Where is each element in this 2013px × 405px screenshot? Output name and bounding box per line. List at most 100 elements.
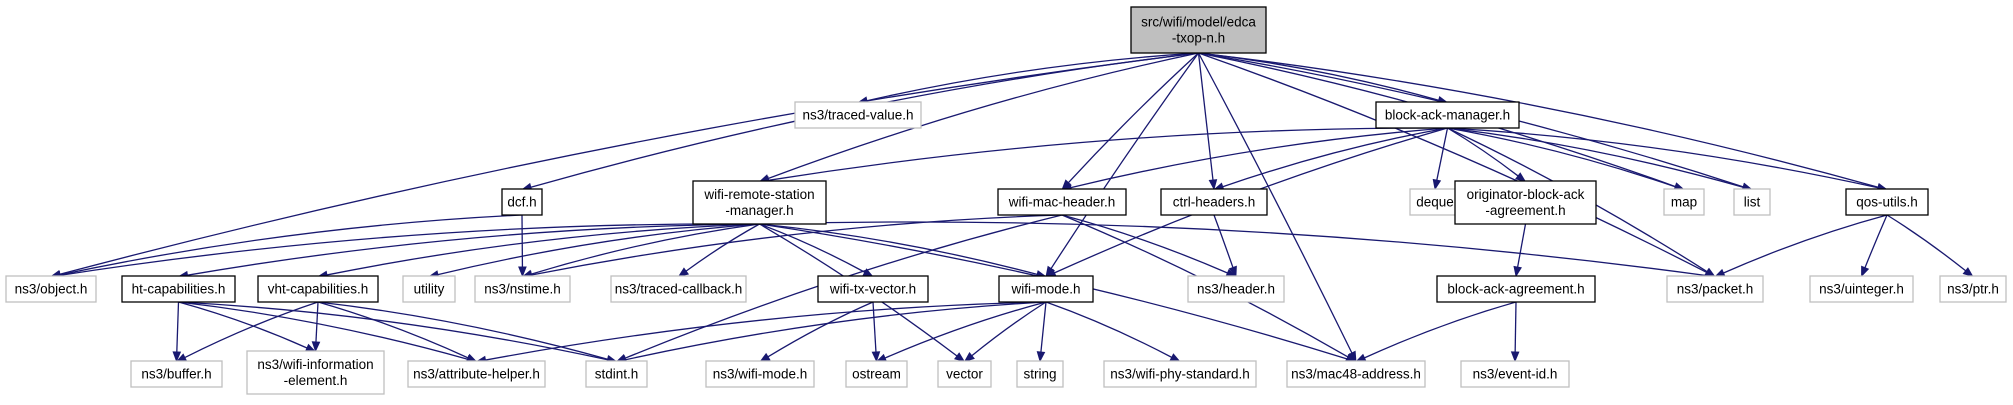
node-wifi-remote-station-manager[interactable]: wifi-remote-station-manager.h <box>692 180 827 225</box>
node-label-uinteger: ns3/uinteger.h <box>1819 282 1904 297</box>
edge-wifi-remote-station-manager-to-wifi-tx-vector <box>759 223 866 273</box>
edge-block-ack-manager-to-originator-block-ack <box>1447 127 1519 177</box>
edge-wifi-remote-station-manager-to-nstime <box>531 223 760 275</box>
edge-wifi-remote-station-manager-to-packet <box>759 221 1707 277</box>
node-block-ack-manager[interactable]: block-ack-manager.h <box>1375 101 1520 129</box>
node-uinteger: ns3/uinteger.h <box>1809 275 1914 303</box>
node-label-string: string <box>1023 367 1056 382</box>
edge-vht-capabilities-to-wifi-information-element <box>315 301 319 343</box>
node-label-block-ack-agreement: block-ack-agreement.h <box>1447 282 1584 297</box>
edge-block-ack-manager-to-deque <box>1436 127 1449 181</box>
node-box-event-id <box>1460 360 1570 388</box>
edge-wifi-mode-to-ostream <box>884 301 1047 359</box>
node-label-wifi-tx-vector: wifi-tx-vector.h <box>829 282 916 297</box>
edge-wifi-tx-vector-to-ostream <box>872 301 877 353</box>
edge-wifi-mode-to-attribute-helper <box>485 301 1047 361</box>
node-box-vht-capabilities <box>257 275 379 303</box>
edge-wifi-mode-to-string <box>1040 301 1047 353</box>
edge-wifi-remote-station-manager-to-utility <box>437 223 760 276</box>
node-label-attribute-helper: ns3/attribute-helper.h <box>413 367 540 382</box>
node-edca[interactable]: src/wifi/model/edca-txop-n.h <box>1130 6 1267 54</box>
edge-edca-to-traced-value <box>866 52 1199 102</box>
arrowhead-wifi-mode-to-string <box>1036 351 1046 363</box>
node-box-map <box>1663 188 1705 216</box>
node-label-wifi-mode: wifi-mode.h <box>1010 282 1080 297</box>
node-box-wifi-mode <box>998 275 1094 303</box>
edge-block-ack-manager-to-wifi-remote-station-manager <box>768 127 1448 181</box>
edges-layer <box>49 52 1974 365</box>
node-label-originator-block-ack-line-1: originator-block-ack <box>1467 187 1585 202</box>
node-box-traced-value <box>794 101 922 129</box>
node-box-buffer <box>130 360 223 388</box>
arrowhead-wifi-mode-to-vector <box>963 352 975 363</box>
edge-vht-capabilities-to-stdint <box>317 301 608 360</box>
node-box-mac48-address <box>1286 360 1426 388</box>
node-vector: vector <box>937 360 992 388</box>
node-box-dcf <box>501 188 543 216</box>
arrowhead-wifi-remote-station-manager-to-vector <box>954 352 966 363</box>
node-label-traced-callback: ns3/traced-callback.h <box>615 282 743 297</box>
node-packet: ns3/packet.h <box>1666 275 1764 303</box>
node-label-wifi-phy-standard: ns3/wifi-phy-standard.h <box>1110 367 1250 382</box>
node-traced-value: ns3/traced-value.h <box>794 101 922 129</box>
edge-edca-to-mac48-address <box>1197 52 1353 354</box>
node-box-nstime <box>474 275 571 303</box>
node-label-ptr: ns3/ptr.h <box>1947 282 1999 297</box>
node-label-vht-capabilities: vht-capabilities.h <box>268 282 369 297</box>
node-nstime: ns3/nstime.h <box>474 275 571 303</box>
node-label-wifi-mac-header: wifi-mac-header.h <box>1008 195 1116 210</box>
node-wifi-tx-vector[interactable]: wifi-tx-vector.h <box>817 275 929 303</box>
node-label-wifi-information-element-line-2: -element.h <box>284 373 348 388</box>
node-originator-block-ack[interactable]: originator-block-ack-agreement.h <box>1454 180 1597 225</box>
node-box-traced-callback <box>610 275 747 303</box>
node-qos-utils[interactable]: qos-utils.h <box>1845 188 1929 216</box>
node-string: string <box>1016 360 1064 388</box>
edge-edca-to-ctrl-headers <box>1197 52 1214 181</box>
arrowhead-qos-utils-to-uinteger <box>1861 265 1870 278</box>
node-box-edca <box>1130 6 1267 54</box>
node-label-ostream: ostream <box>852 367 901 382</box>
edge-ht-capabilities-to-attribute-helper <box>178 301 468 360</box>
node-label-vector: vector <box>946 367 983 382</box>
node-dcf[interactable]: dcf.h <box>501 188 543 216</box>
node-label-map: map <box>1671 195 1697 210</box>
node-vht-capabilities[interactable]: vht-capabilities.h <box>257 275 379 303</box>
node-wifi-mode[interactable]: wifi-mode.h <box>998 275 1094 303</box>
node-ctrl-headers[interactable]: ctrl-headers.h <box>1160 188 1268 216</box>
node-ht-capabilities[interactable]: ht-capabilities.h <box>121 275 236 303</box>
arrowhead-wifi-remote-station-manager-to-traced-callback <box>677 267 690 278</box>
node-deque: deque <box>1409 188 1461 216</box>
node-block-ack-agreement[interactable]: block-ack-agreement.h <box>1436 275 1596 303</box>
edge-wifi-tx-vector-to-ns3-wifi-mode <box>767 301 874 358</box>
edge-wifi-mac-header-to-nstime <box>531 214 1063 276</box>
edge-ht-capabilities-to-buffer <box>176 301 180 353</box>
node-label-traced-value: ns3/traced-value.h <box>802 108 913 123</box>
node-mac48-address: ns3/mac48-address.h <box>1286 360 1426 388</box>
node-label-stdint: stdint.h <box>595 367 639 382</box>
arrowhead-wifi-tx-vector-to-ostream <box>871 351 881 363</box>
node-box-block-ack-agreement <box>1436 275 1596 303</box>
node-box-deque <box>1409 188 1461 216</box>
node-box-string <box>1016 360 1064 388</box>
edge-edca-to-wifi-remote-station-manager <box>767 52 1199 180</box>
node-box-utility <box>402 275 456 303</box>
node-ptr: ns3/ptr.h <box>1939 275 2007 303</box>
node-box-stdint <box>585 360 648 388</box>
arrowhead-ctrl-headers-to-header <box>1228 265 1237 278</box>
edge-vht-capabilities-to-attribute-helper <box>317 301 469 359</box>
node-box-packet <box>1666 275 1764 303</box>
node-box-list <box>1733 188 1771 216</box>
node-box-uinteger <box>1809 275 1914 303</box>
edge-wifi-remote-station-manager-to-object <box>59 223 760 276</box>
node-box-qos-utils <box>1845 188 1929 216</box>
node-wifi-mac-header[interactable]: wifi-mac-header.h <box>997 188 1127 216</box>
edge-block-ack-manager-to-qos-utils <box>1447 127 1879 189</box>
arrowhead-dcf-to-nstime <box>518 266 527 278</box>
node-utility: utility <box>402 275 456 303</box>
arrowhead-originator-block-ack-to-block-ack-agreement <box>1513 265 1522 278</box>
nodes-layer: src/wifi/model/edca-txop-n.h ns3/traced-v… <box>5 6 2007 395</box>
node-label-utility: utility <box>414 282 445 297</box>
edge-edca-to-packet <box>1198 52 1708 274</box>
arrowhead-block-ack-manager-to-originator-block-ack <box>1515 172 1527 183</box>
node-label-ht-capabilities: ht-capabilities.h <box>132 282 226 297</box>
